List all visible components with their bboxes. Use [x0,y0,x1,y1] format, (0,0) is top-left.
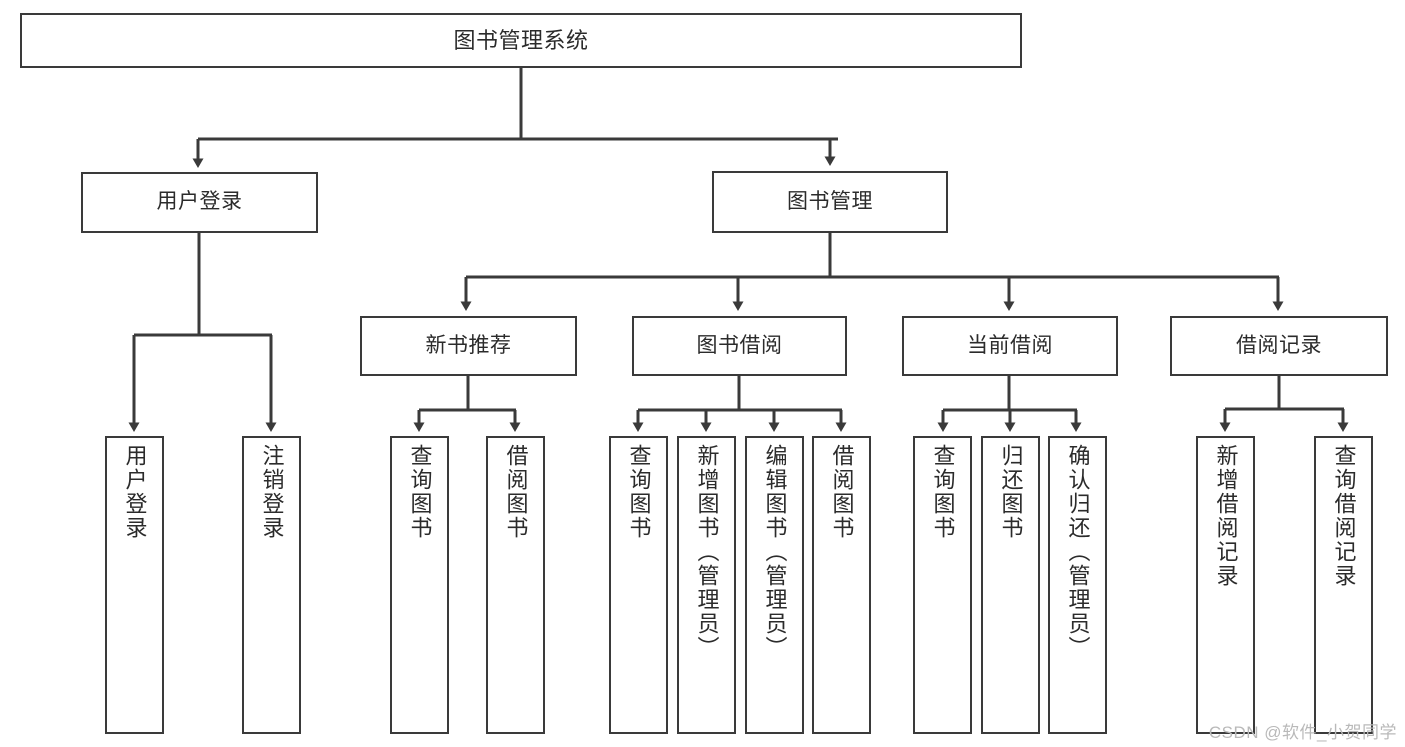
leaf-borrow-book[interactable]: 借阅图书 [812,436,871,734]
node-book-borrow[interactable]: 图书借阅 [632,316,847,376]
node-new-book-recommend[interactable]: 新书推荐 [360,316,577,376]
node-label: 查询图书 [407,444,433,540]
leaf-query-borrow-record[interactable]: 查询借阅记录 [1314,436,1373,734]
leaf-edit-book-admin[interactable]: 编辑图书（管理员） [745,436,804,734]
node-user-login[interactable]: 用户登录 [81,172,318,233]
node-label: 借阅图书 [829,444,855,540]
node-label: 图书管理 [787,189,873,213]
node-root-system[interactable]: 图书管理系统 [20,13,1022,68]
node-label: 当前借阅 [967,333,1053,357]
node-label: 查询图书 [626,444,652,540]
leaf-add-book-admin[interactable]: 新增图书（管理员） [677,436,736,734]
csdn-watermark: CSDN @软件_小贺同学 [1208,723,1397,742]
leaf-borrow-book-newbook[interactable]: 借阅图书 [486,436,545,734]
node-label: 编辑图书（管理员） [762,444,788,660]
node-label: 用户登录 [156,190,243,214]
node-label: 新书推荐 [425,333,512,357]
node-book-management[interactable]: 图书管理 [712,171,948,233]
node-borrow-record[interactable]: 借阅记录 [1170,316,1388,376]
node-label: 借阅图书 [503,444,529,540]
leaf-user-login[interactable]: 用户登录 [105,436,164,734]
leaf-query-book-newbook[interactable]: 查询图书 [390,436,449,734]
node-label: 归还图书 [998,444,1024,540]
node-label: 查询图书 [930,444,956,540]
node-label: 新增借阅记录 [1213,444,1239,588]
node-label: 新增图书（管理员） [694,444,720,660]
node-label: 用户登录 [122,444,148,540]
leaf-add-borrow-record[interactable]: 新增借阅记录 [1196,436,1255,734]
node-label: 借阅记录 [1236,333,1322,357]
node-label: 查询借阅记录 [1331,444,1357,588]
leaf-return-book[interactable]: 归还图书 [981,436,1040,734]
node-current-borrow[interactable]: 当前借阅 [902,316,1118,376]
leaf-query-book-current[interactable]: 查询图书 [913,436,972,734]
leaf-query-book-borrow[interactable]: 查询图书 [609,436,668,734]
leaf-confirm-return-admin[interactable]: 确认归还（管理员） [1048,436,1107,734]
node-label: 图书借阅 [696,333,783,357]
leaf-logout-login[interactable]: 注销登录 [242,436,301,734]
node-label: 确认归还（管理员） [1065,444,1091,660]
node-label: 图书管理系统 [453,27,589,53]
node-label: 注销登录 [259,444,285,540]
